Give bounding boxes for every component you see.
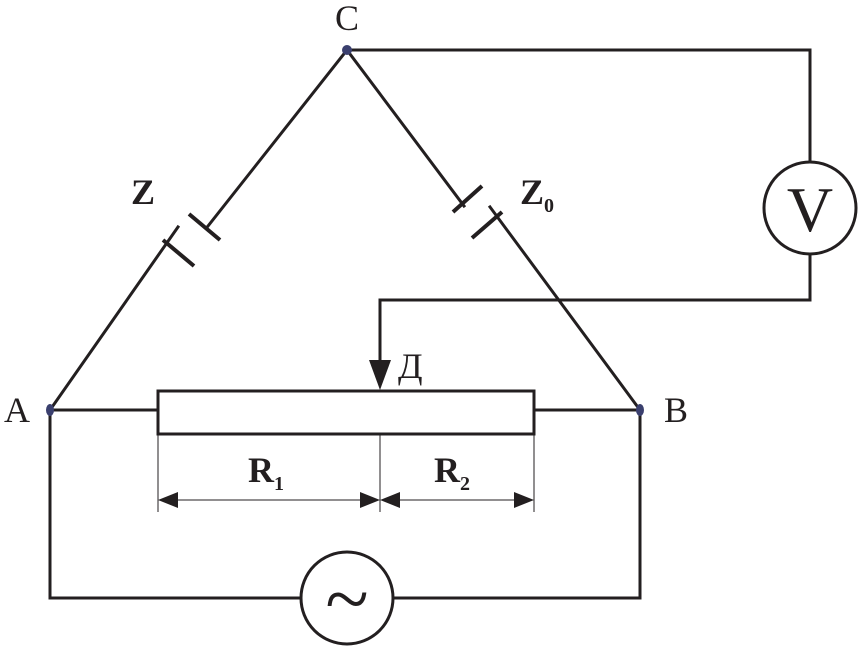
r1-label: R1 <box>248 450 284 495</box>
capacitor-z-plate-1 <box>161 238 196 268</box>
capacitor-z0-label: Z0 <box>520 172 554 217</box>
slider-label: Д <box>398 346 423 386</box>
branch-ac <box>47 47 350 413</box>
capacitor-z0-plate-2 <box>470 210 504 240</box>
slider-arrow-icon <box>369 360 391 390</box>
node-dots <box>46 45 644 416</box>
capacitor-z-plate-2 <box>187 212 222 242</box>
source-loop: ~ <box>48 408 642 646</box>
node-c-label: C <box>335 0 359 38</box>
r2-label: R2 <box>434 450 470 495</box>
r1-left-arrow-icon <box>158 492 178 508</box>
ac-source-symbol: ~ <box>325 556 368 644</box>
node-a-dot <box>46 404 54 416</box>
voltmeter-loop: V <box>345 48 858 390</box>
capacitor-z0-plate-1 <box>451 184 484 214</box>
voltmeter-symbol: V <box>787 174 833 245</box>
node-b-dot <box>636 404 644 416</box>
branch-cb <box>344 47 643 413</box>
r1-right-arrow-icon <box>360 492 380 508</box>
r2-left-arrow-icon <box>380 492 400 508</box>
r2-right-arrow-icon <box>514 492 534 508</box>
node-a-label: A <box>4 390 30 430</box>
resistor-bar <box>156 389 536 436</box>
node-c-dot <box>342 45 352 55</box>
dimension-lines <box>157 434 535 512</box>
capacitor-z-label: Z <box>131 172 155 212</box>
slide-wire <box>48 389 642 436</box>
ac-source-circle <box>299 550 395 646</box>
node-b-label: B <box>664 390 688 430</box>
